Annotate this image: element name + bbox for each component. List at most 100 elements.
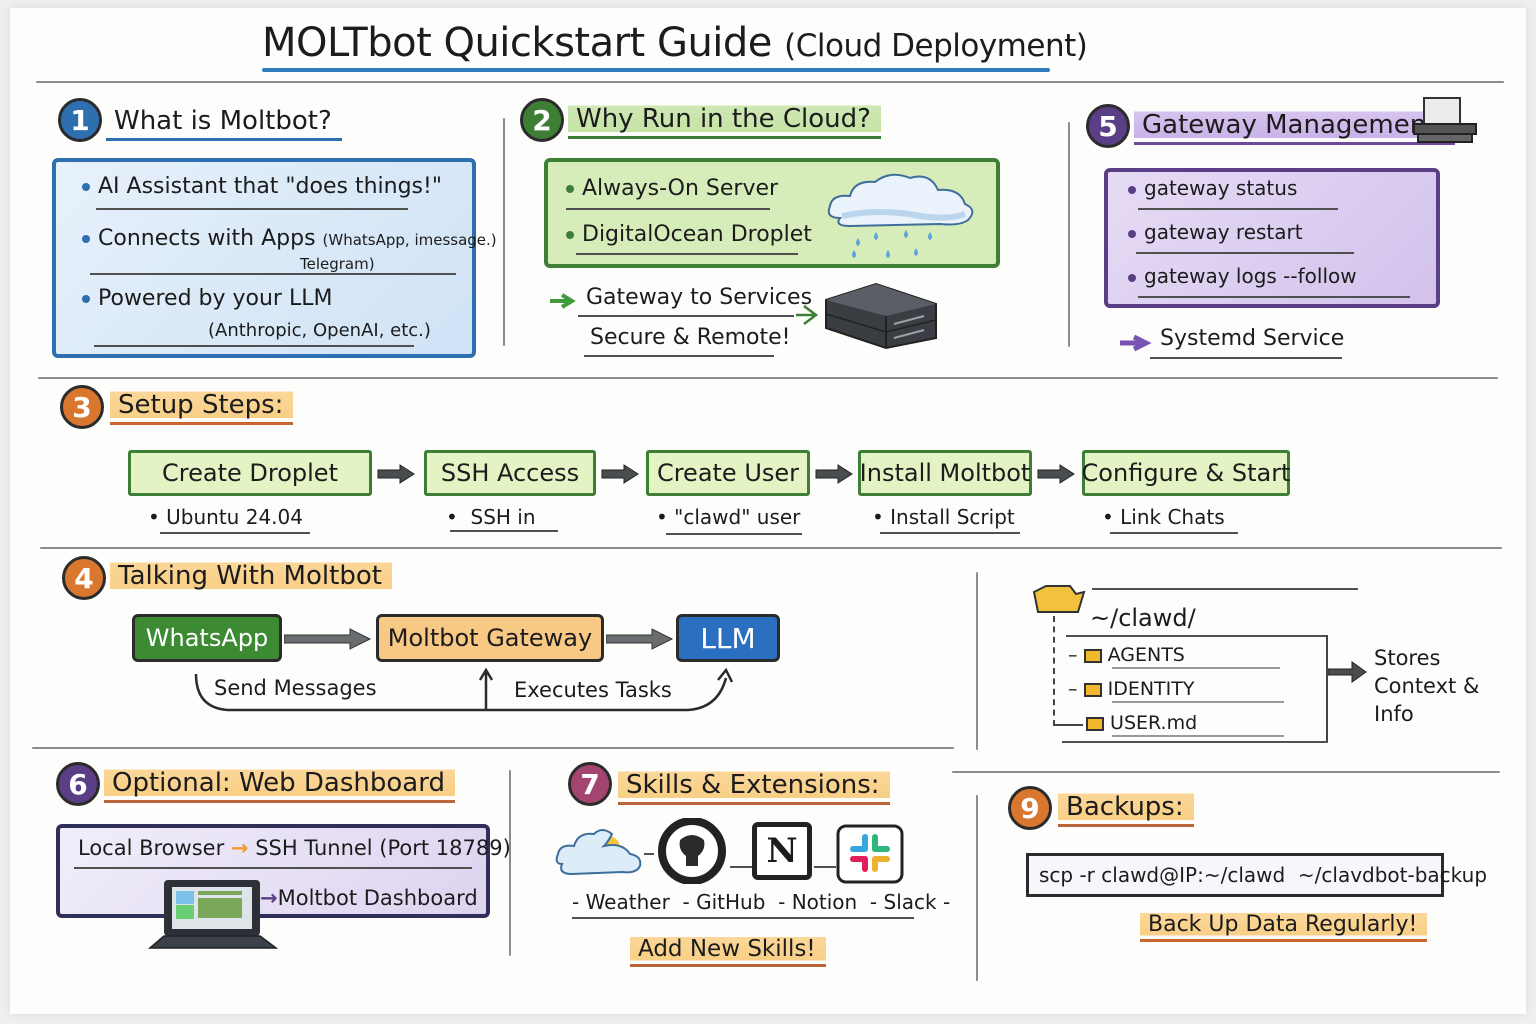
moltbot-dashboard-text: →Moltbot Dashboard	[260, 886, 478, 910]
skill-weather: Weather	[585, 890, 670, 914]
step-sub-1: • Ubuntu 24.04	[148, 505, 303, 529]
divider-v4	[509, 770, 511, 956]
notion-icon: N	[752, 822, 812, 880]
step-create-user: Create User	[646, 450, 810, 496]
section-6-title: Optional: Web Dashboard	[104, 766, 455, 803]
arrow-right-icon	[377, 464, 415, 484]
what-item-3: Powered by your LLM	[82, 286, 332, 311]
arrow-right-green-icon	[550, 293, 576, 309]
node-moltbot-gateway: Moltbot Gateway	[376, 614, 604, 662]
section-5-badge: 5	[1086, 104, 1130, 148]
github-icon	[658, 818, 726, 884]
systemd-text: Systemd Service	[1160, 326, 1345, 351]
arrow-right-purple-icon	[1120, 334, 1152, 352]
gateway-cmd-1: gateway status	[1128, 176, 1297, 200]
bullet-dot	[566, 185, 574, 193]
file-entry-user: USER.md	[1086, 712, 1197, 734]
skill-notion: Notion	[791, 890, 858, 914]
section-4-title: Talking With Moltbot	[110, 559, 392, 593]
node-llm: LLM	[676, 614, 780, 662]
arrow-right-icon	[1328, 661, 1367, 683]
rain-cloud-icon	[827, 173, 974, 258]
gateway-cmd-3: gateway logs --follow	[1128, 264, 1357, 288]
arrow-right-purple-icon: →	[260, 886, 278, 910]
step-ssh-access: SSH Access	[424, 450, 596, 496]
title-underline	[262, 68, 1050, 72]
terminal-device-icon	[1413, 97, 1477, 143]
step-install-moltbot: Install Moltbot	[858, 450, 1032, 496]
bullet-dot	[82, 295, 90, 303]
bullet-dot	[1128, 229, 1136, 238]
arrow-right-icon	[1037, 464, 1075, 484]
what-is-box	[52, 158, 476, 358]
bullet-dot	[1128, 273, 1136, 282]
arrow-right-orange-icon: →	[230, 836, 249, 860]
what-item-1: AI Assistant that "does things!"	[82, 174, 442, 199]
arrow-right-icon	[601, 464, 639, 484]
executes-tasks-label: Executes Tasks	[514, 678, 672, 702]
file-icon	[1083, 682, 1102, 697]
divider-row4-right	[952, 771, 1500, 773]
step-sub-4: • Install Script	[872, 505, 1015, 529]
section-2-title: Why Run in the Cloud?	[568, 102, 881, 139]
bullet-dot	[82, 235, 90, 243]
tree-line	[1053, 616, 1055, 726]
bullet-dot	[82, 183, 90, 191]
bullet-dot	[566, 231, 574, 239]
gateway-cmd-2: gateway restart	[1128, 220, 1303, 244]
step-create-droplet: Create Droplet	[128, 450, 372, 496]
title-main: MOLTbot Quickstart Guide	[262, 20, 772, 66]
cloud-secure-text: Secure & Remote!	[590, 325, 791, 350]
folder-path: ~/clawd/	[1090, 604, 1196, 632]
divider-v3	[976, 572, 978, 750]
skills-labels: - Weather - GitHub - Notion - Slack -	[572, 890, 951, 914]
send-messages-label: Send Messages	[214, 676, 377, 700]
what-item-2: Connects with Apps (WhatsApp, imessage.)	[82, 226, 497, 251]
arrow-right-icon	[284, 628, 372, 650]
step-configure-start: Configure & Start	[1082, 450, 1290, 496]
gateway-commands-box	[1104, 168, 1440, 308]
file-entry-agents: – AGENTS	[1068, 644, 1185, 666]
section-9-title: Backups:	[1058, 790, 1194, 827]
divider-v5	[976, 795, 978, 981]
arrow-right-icon	[796, 305, 819, 325]
backup-note: Back Up Data Regularly!	[1140, 910, 1428, 942]
file-icon	[1083, 648, 1102, 663]
dashboard-box	[56, 824, 490, 918]
skill-github: GitHub	[696, 890, 766, 914]
weather-icon	[555, 829, 642, 876]
divider-top	[36, 81, 1504, 83]
section-2-badge: 2	[520, 98, 564, 142]
section-3-badge: 3	[60, 385, 104, 429]
section-1-title: What is Moltbot?	[106, 104, 342, 141]
section-5-title: Gateway Management:	[1134, 108, 1456, 145]
section-7-badge: 7	[568, 762, 612, 806]
cloud-item-2: DigitalOcean Droplet	[566, 222, 812, 247]
divider-v1	[503, 118, 505, 346]
divider-row3	[40, 547, 1502, 549]
loop-arrow	[194, 667, 734, 712]
backup-command: scp -r clawd@IP:~/clawd ~/clavdbot-backu…	[1026, 853, 1487, 897]
step-sub-5: • Link Chats	[1102, 505, 1225, 529]
section-4-badge: 4	[62, 556, 106, 600]
section-6-badge: 6	[56, 762, 100, 806]
slack-icon	[836, 824, 904, 884]
file-entry-identity: – IDENTITY	[1068, 678, 1195, 700]
page-title: MOLTbot Quickstart Guide (Cloud Deployme…	[262, 20, 1088, 66]
cloud-gateway-text: Gateway to Services	[586, 285, 813, 310]
server-icon	[825, 282, 937, 350]
what-item-3-note: (Anthropic, OpenAI, etc.)	[208, 320, 431, 341]
what-item-2-note: Telegram)	[300, 255, 375, 273]
cloud-item-1: Always-On Server	[566, 176, 778, 201]
dashboard-flow: Local Browser → SSH Tunnel (Port 18789)	[78, 836, 511, 860]
file-icon	[1086, 716, 1104, 731]
step-sub-3: • "clawd" user	[656, 505, 801, 529]
folder-icon	[1032, 585, 1086, 613]
section-9-badge: 9	[1008, 786, 1052, 830]
arrow-right-icon	[606, 628, 674, 650]
divider-row4-left	[32, 747, 954, 749]
laptop-icon	[147, 880, 279, 949]
divider-row2	[38, 377, 1498, 379]
bullet-dot	[1128, 185, 1136, 194]
divider-v2	[1068, 122, 1070, 347]
